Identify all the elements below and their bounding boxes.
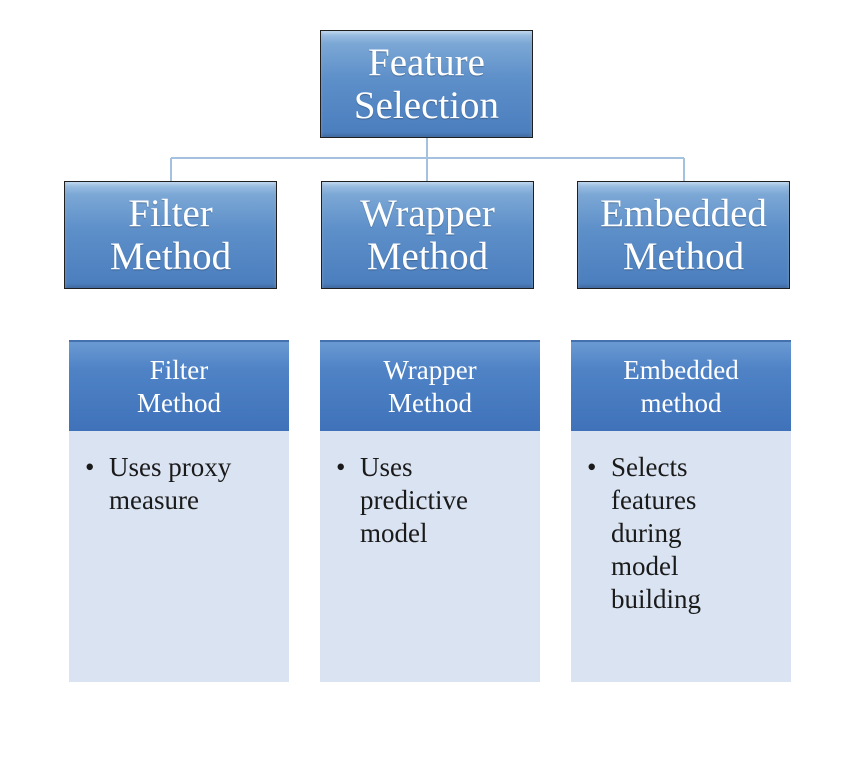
bullet-text-line: measure [109, 485, 199, 515]
bullet-text-line: during [611, 518, 682, 548]
node-embedded-method: Embedded Method [577, 181, 790, 289]
bullet-text: Selects features during model building [611, 451, 701, 616]
bullet-text-line: Selects [611, 452, 688, 482]
bullet-text-line: model [611, 551, 679, 581]
node-label-line: Embedded [600, 192, 767, 235]
card-title-line: method [640, 387, 722, 418]
node-wrapper-method: Wrapper Method [321, 181, 534, 289]
node-label-line: Feature [368, 41, 485, 84]
list-item: • Selects features during model building [587, 451, 783, 616]
bullet-text-line: predictive [360, 485, 468, 515]
node-label-line: Wrapper [360, 192, 495, 235]
bullet-text-line: building [611, 584, 702, 614]
card-title-line: Method [388, 387, 472, 418]
bullet-text-line: features [611, 485, 697, 515]
card-title-line: Wrapper [383, 354, 477, 385]
list-item: • Uses predictive model [336, 451, 532, 550]
card-body: • Uses proxy measure [69, 431, 289, 682]
card-wrapper-method: Wrapper Method • Uses predictive model [320, 340, 540, 682]
card-header: Embedded method [571, 340, 791, 431]
bullet-text: Uses predictive model [360, 451, 468, 550]
card-filter-method: Filter Method • Uses proxy measure [69, 340, 289, 682]
node-feature-selection: Feature Selection [320, 30, 533, 138]
card-header: Wrapper Method [320, 340, 540, 431]
card-body: • Uses predictive model [320, 431, 540, 682]
node-label-line: Method [622, 235, 745, 278]
bullet-text-line: Uses [360, 452, 413, 482]
bullet-icon: • [336, 452, 346, 482]
bullet-icon: • [587, 452, 597, 482]
bullet-text: Uses proxy measure [109, 451, 231, 517]
card-title-line: Embedded [623, 354, 739, 385]
card-body: • Selects features during model building [571, 431, 791, 682]
node-label-line: Method [109, 235, 232, 278]
bullet-icon: • [85, 452, 95, 482]
list-item: • Uses proxy measure [85, 451, 281, 517]
card-header: Filter Method [69, 340, 289, 431]
node-label-line: Selection [353, 84, 500, 127]
card-title-line: Method [137, 387, 221, 418]
card-embedded-method: Embedded method • Selects features durin… [571, 340, 791, 682]
node-label-line: Filter [128, 192, 213, 235]
node-filter-method: Filter Method [64, 181, 277, 289]
bullet-text-line: Uses proxy [109, 452, 232, 482]
bullet-text-line: model [360, 518, 428, 548]
card-title-line: Filter [149, 354, 209, 385]
node-label-line: Method [366, 235, 489, 278]
